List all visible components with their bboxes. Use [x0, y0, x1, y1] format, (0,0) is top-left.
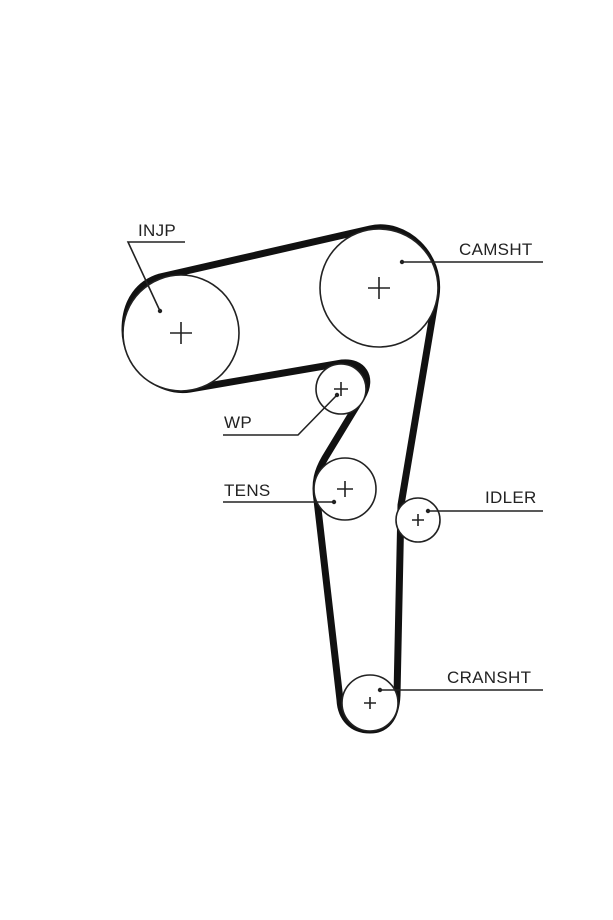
- injp-label: INJP: [138, 221, 176, 240]
- cransht-pulley: [341, 674, 399, 732]
- cransht-label: CRANSHT: [447, 668, 531, 687]
- cransht-leader: [377, 687, 543, 693]
- idler-label: IDLER: [485, 488, 537, 507]
- wp-label: WP: [224, 413, 252, 432]
- tens-pulley: [313, 457, 377, 521]
- idler-pulley: [395, 497, 441, 543]
- camsht-label: CAMSHT: [459, 240, 533, 259]
- wp-leader: [223, 392, 340, 436]
- wp-pulley: [315, 363, 367, 415]
- camsht-pulley: [319, 228, 439, 348]
- idler-leader: [425, 508, 543, 514]
- injp-pulley: [122, 274, 240, 392]
- tens-leader: [223, 499, 337, 505]
- injp-leader: [126, 241, 185, 314]
- tens-label: TENS: [224, 481, 271, 500]
- camsht-leader: [399, 259, 543, 265]
